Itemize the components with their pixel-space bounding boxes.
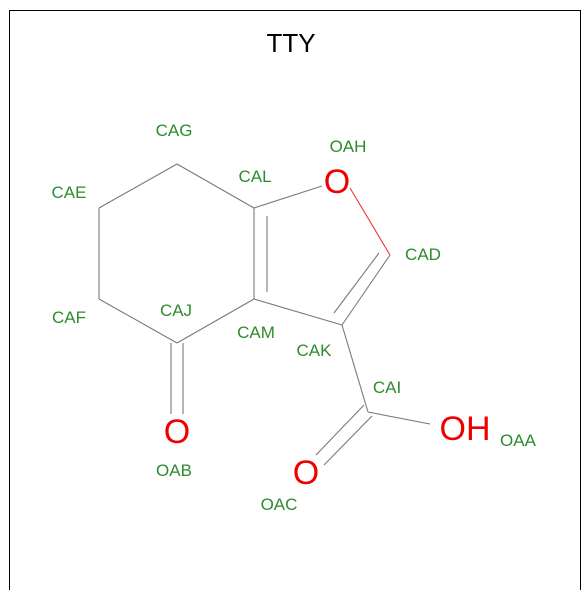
atom-symbol-oaa: OH bbox=[440, 410, 491, 448]
atom-label-caj: CAJ bbox=[160, 301, 192, 320]
atom-label-cam: CAM bbox=[237, 323, 275, 342]
atom-label-oaa: OAA bbox=[500, 431, 537, 450]
bond-caj-cam bbox=[176, 298, 255, 344]
bond-cal-cag bbox=[176, 163, 255, 209]
bonds bbox=[98, 163, 431, 466]
bond-cai-oaa bbox=[367, 411, 431, 425]
atom-label-oac: OAC bbox=[261, 495, 298, 514]
atom-label-cag: CAG bbox=[156, 121, 193, 140]
atom-label-caf: CAF bbox=[52, 308, 86, 327]
atom-label-cad: CAD bbox=[405, 245, 441, 264]
bond-cad-cak bbox=[341, 254, 391, 326]
diagram-title: TTY bbox=[266, 28, 315, 58]
atom-label-cae: CAE bbox=[52, 183, 87, 202]
atom-label-cal: CAL bbox=[238, 167, 271, 186]
bond-cak-cam bbox=[253, 298, 343, 326]
bond-oah-cad bbox=[349, 187, 391, 256]
atom-symbol-oab: O bbox=[164, 413, 190, 451]
bond-cal-oah bbox=[253, 185, 323, 209]
bond-cak-cai bbox=[341, 324, 369, 413]
atom-label-cak: CAK bbox=[297, 341, 333, 360]
bond-cai-oac-a bbox=[315, 404, 365, 456]
bond-caf-caj bbox=[98, 298, 178, 344]
bond-cag-cae bbox=[98, 163, 178, 209]
atom-symbol-oac: O bbox=[293, 454, 319, 492]
bond-cai-oac-b bbox=[323, 415, 373, 466]
atom-label-oab: OAB bbox=[156, 461, 192, 480]
atom-symbol-oah: O bbox=[324, 163, 350, 201]
bond-cad-cak-double bbox=[333, 252, 380, 314]
atom-label-oah: OAH bbox=[330, 137, 367, 156]
diagram-frame bbox=[9, 10, 581, 590]
atom-label-cai: CAI bbox=[373, 378, 401, 397]
